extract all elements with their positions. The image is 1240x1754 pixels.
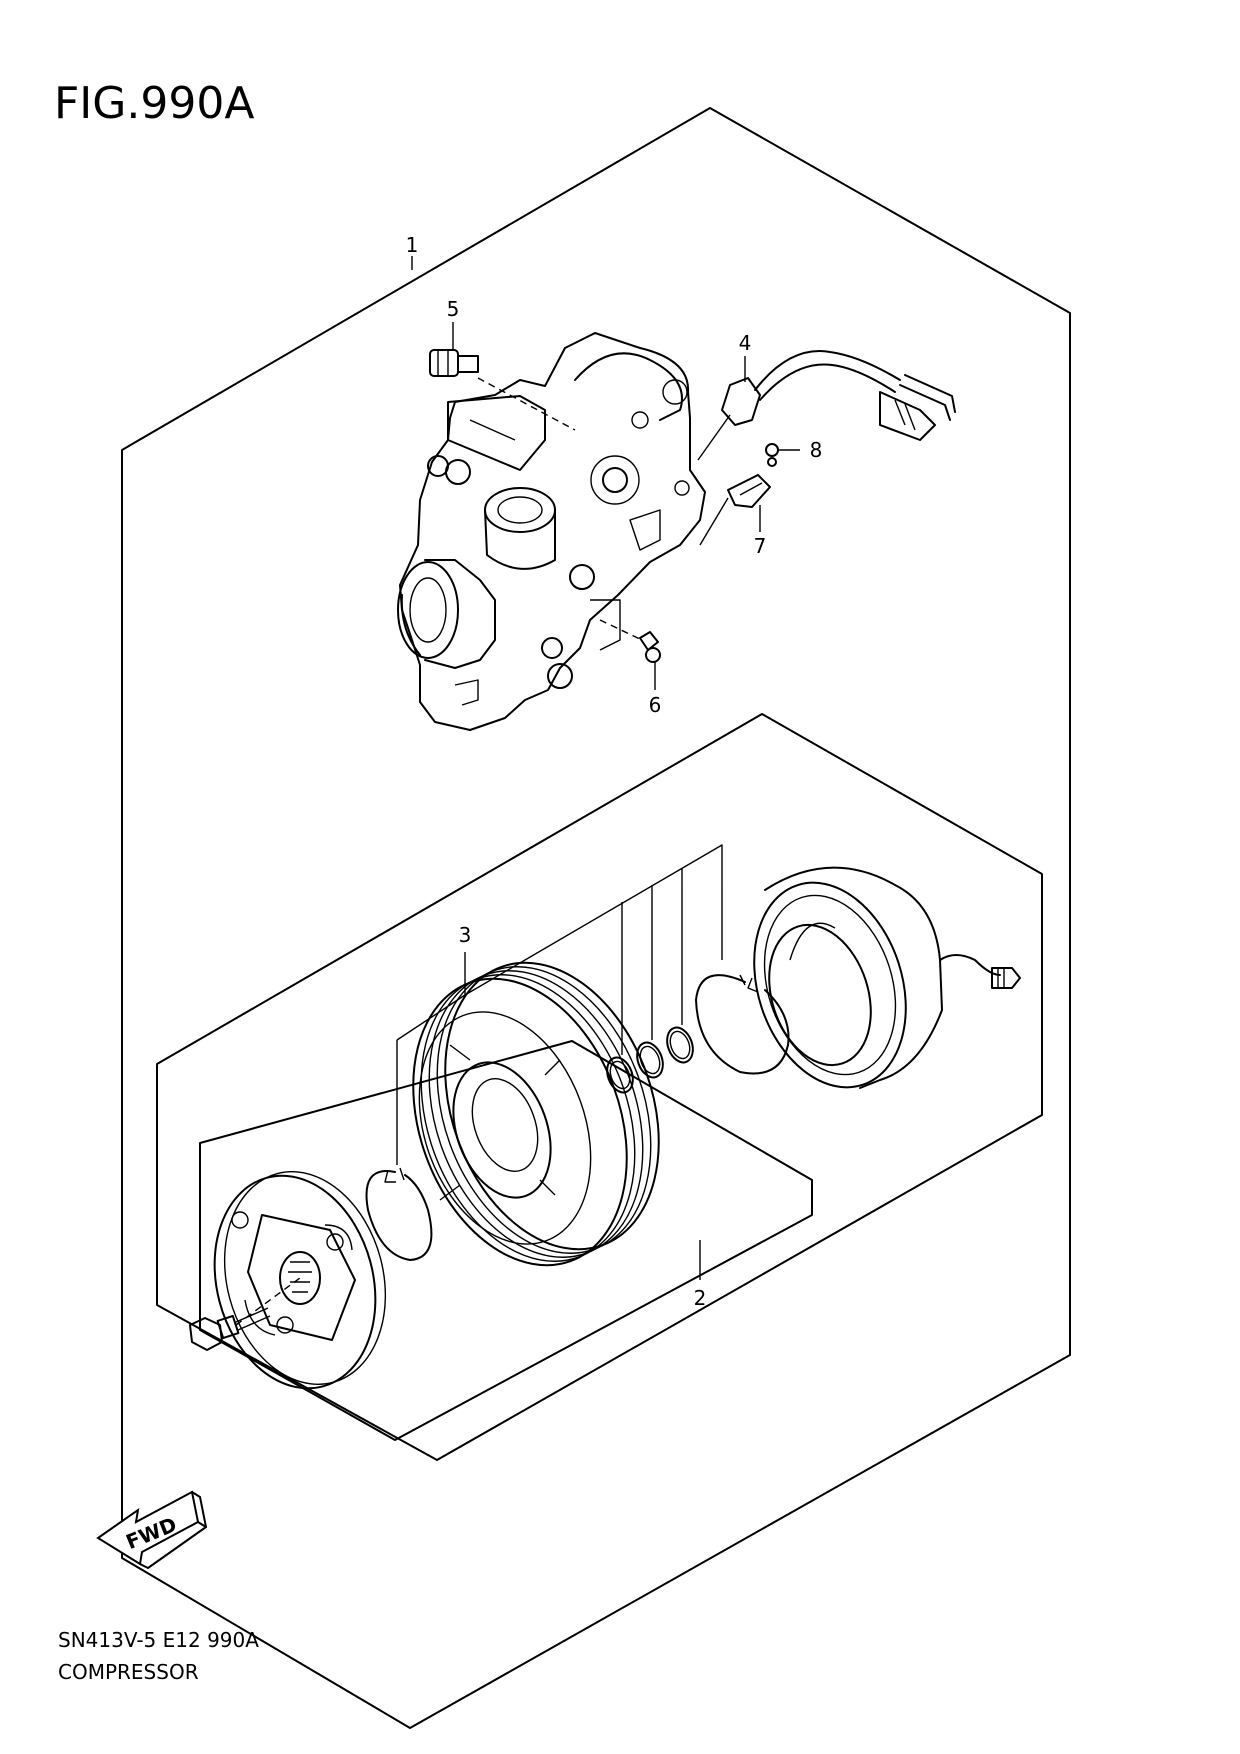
callout-3: 3: [459, 923, 472, 947]
callout-6: 6: [649, 693, 662, 717]
callout-2: 2: [694, 1286, 707, 1310]
footer-section-name: COMPRESSOR: [58, 1660, 199, 1684]
snap-ring-right[interactable]: [695, 974, 790, 1075]
assembly-boundary-1: [121, 107, 1071, 1729]
leader-bracket-3: [396, 844, 723, 1165]
part-5-plug[interactable]: [429, 349, 479, 377]
pulley[interactable]: [375, 933, 696, 1296]
clutch-boundary-3: [156, 713, 1043, 1461]
shim-ring-3[interactable]: [663, 1024, 698, 1066]
part-4-pressure-sensor[interactable]: [721, 350, 956, 441]
compressor-body[interactable]: [397, 332, 706, 731]
fwd-direction-arrow: FWD: [96, 1490, 207, 1569]
leader-dash-bolt: [235, 1277, 301, 1326]
part-6-bolt[interactable]: [639, 631, 661, 663]
clutch-field-coil[interactable]: [729, 863, 1021, 1107]
leader-dash-5: [477, 377, 576, 431]
callout-5: 5: [447, 297, 460, 321]
leader-line-7-body: [699, 497, 729, 546]
callout-1: 1: [406, 233, 419, 257]
part-7-clip[interactable]: [727, 474, 771, 508]
callout-8: 8: [810, 438, 823, 462]
shim-ring-1[interactable]: [603, 1054, 638, 1096]
pulley-boundary-2: [199, 1040, 813, 1441]
snap-ring-left[interactable]: [365, 1167, 433, 1261]
leader-bracket-3-left: [396, 994, 466, 1041]
part-8-screw[interactable]: [765, 443, 779, 467]
figure-title: FIG.990A: [54, 78, 255, 129]
callout-7: 7: [754, 534, 767, 558]
center-bolt[interactable]: [189, 1307, 271, 1351]
armature-plate[interactable]: [192, 1153, 409, 1406]
footer-model-code: SN413V-5 E12 990A: [58, 1628, 259, 1652]
leader-dash-6: [599, 619, 643, 641]
leader-line-4-body: [697, 414, 731, 461]
callout-4: 4: [739, 331, 752, 355]
